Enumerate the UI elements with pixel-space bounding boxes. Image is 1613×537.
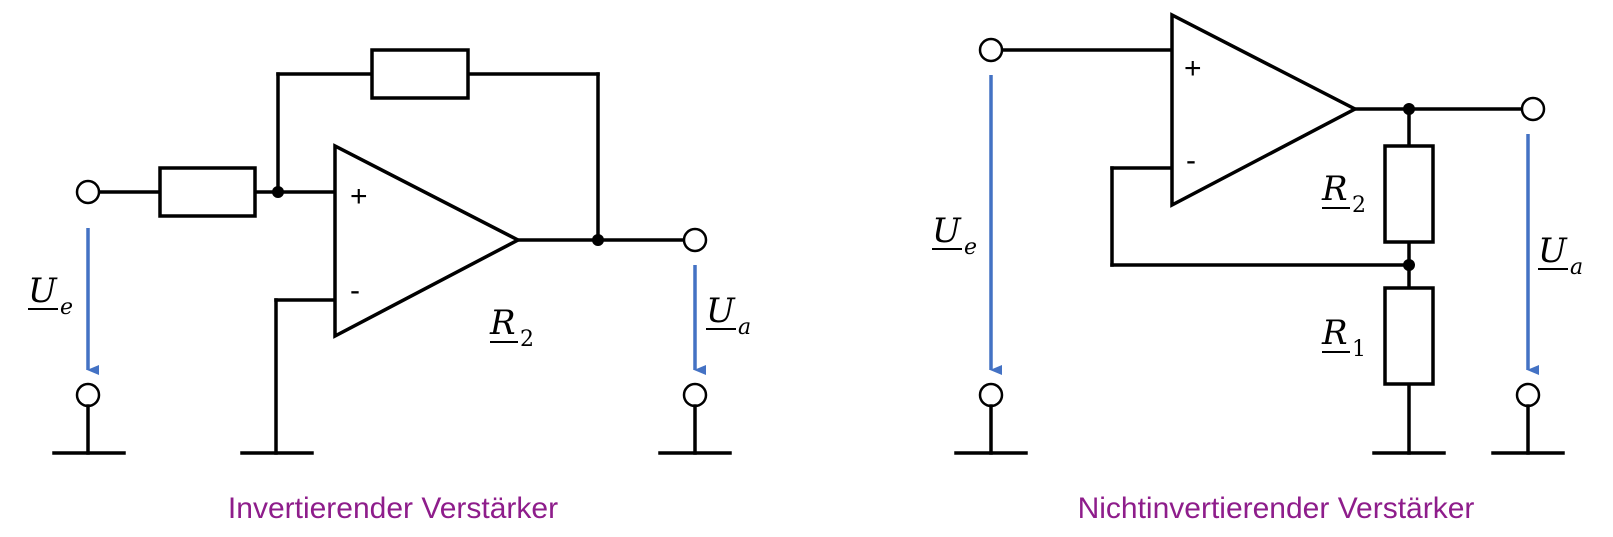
- minus-sign: -: [350, 274, 360, 307]
- inverting-amplifier: + - U e U a R 2 Inve: [28, 48, 751, 525]
- svg-text:1: 1: [1352, 337, 1366, 362]
- svg-text:R: R: [1321, 313, 1348, 353]
- junction-node: [1403, 259, 1415, 271]
- feedback-resistor: [370, 48, 470, 100]
- input-ground-terminal: [75, 382, 101, 408]
- resistor-label-r2: R 2: [1321, 169, 1366, 218]
- opamp-triangle: [333, 143, 522, 339]
- input-resistor: [158, 166, 257, 218]
- resistor-label-r1: R 1: [1321, 313, 1366, 362]
- output-ground-terminal: [682, 382, 708, 408]
- noninverting-amplifier: + - U e U a R 2: [932, 12, 1583, 525]
- svg-text:2: 2: [520, 327, 534, 352]
- svg-text:U: U: [706, 291, 736, 331]
- svg-text:2: 2: [1352, 193, 1366, 218]
- plus-sign: +: [350, 180, 368, 213]
- svg-text:e: e: [60, 295, 73, 320]
- input-voltage-label: U e: [932, 211, 977, 260]
- output-terminal: [1520, 96, 1546, 122]
- output-voltage-label: U a: [1538, 231, 1583, 280]
- resistor-r2: [1383, 144, 1435, 244]
- junction-node: [272, 186, 284, 198]
- output-terminal: [682, 227, 708, 253]
- svg-text:U: U: [932, 211, 962, 251]
- resistor-label-r2: R 2: [489, 303, 534, 352]
- input-ground-terminal: [978, 382, 1004, 408]
- input-terminal: [978, 37, 1004, 63]
- svg-text:a: a: [1570, 255, 1583, 280]
- junction-node: [592, 234, 604, 246]
- svg-text:e: e: [964, 235, 977, 260]
- caption-inverting: Invertierender Verstärker: [228, 492, 558, 525]
- output-ground-terminal: [1515, 382, 1541, 408]
- svg-text:R: R: [1321, 169, 1348, 209]
- plus-sign: +: [1184, 52, 1202, 85]
- svg-text:U: U: [1538, 231, 1568, 271]
- output-voltage-label: U a: [706, 291, 751, 340]
- input-terminal: [75, 179, 101, 205]
- resistor-r1: [1383, 286, 1435, 386]
- minus-sign: -: [1186, 144, 1196, 177]
- svg-text:R: R: [489, 303, 516, 343]
- svg-text:a: a: [738, 315, 751, 340]
- junction-node: [1403, 103, 1415, 115]
- input-voltage-label: U e: [28, 271, 73, 320]
- opamp-triangle: [1170, 12, 1359, 208]
- caption-noninverting: Nichtinvertierender Verstärker: [1078, 492, 1475, 525]
- svg-text:U: U: [28, 271, 58, 311]
